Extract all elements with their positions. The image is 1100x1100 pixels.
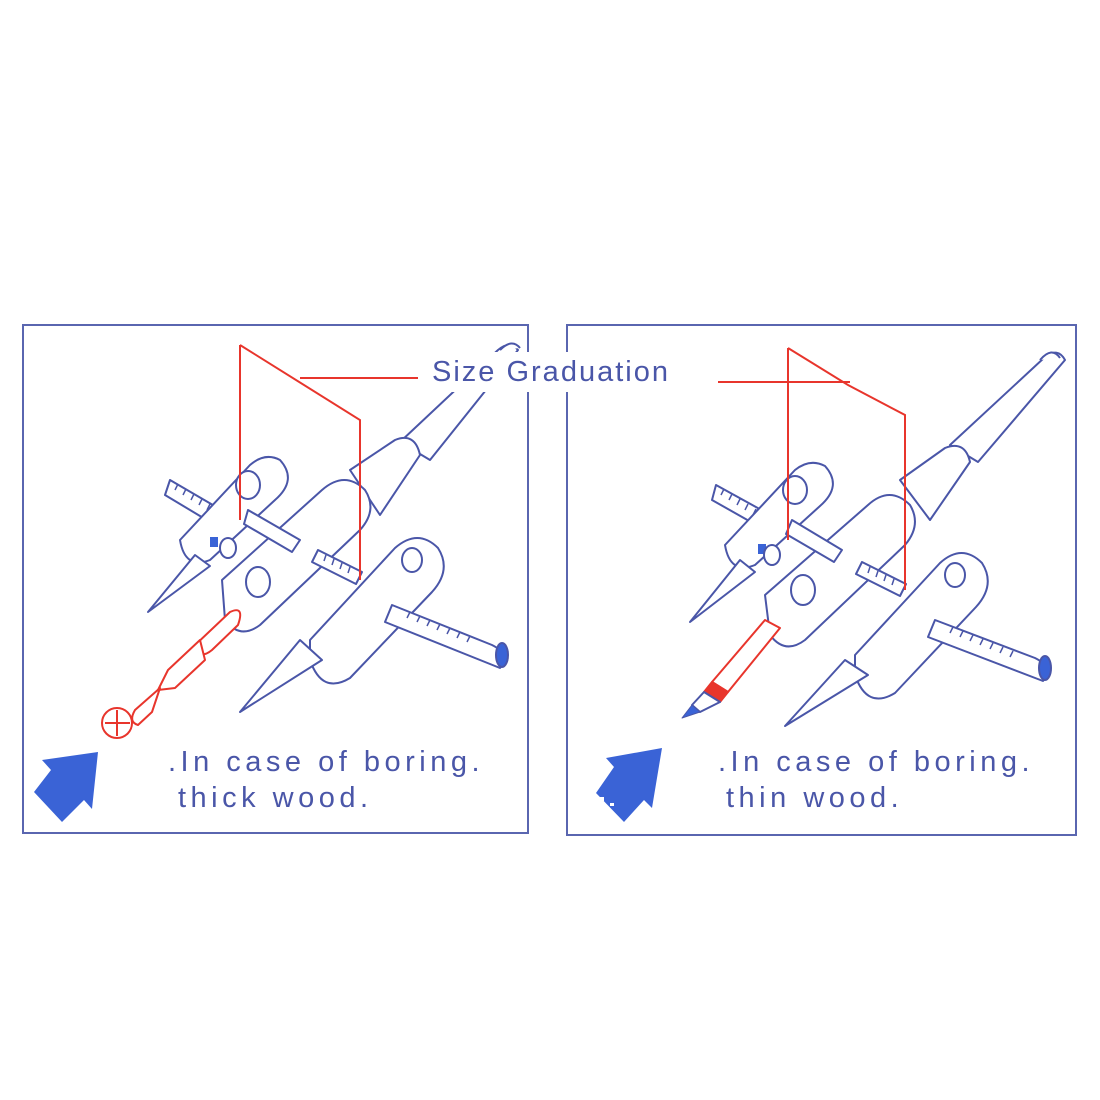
cutter-tool xyxy=(689,351,1066,727)
size-graduation-label: Size Graduation xyxy=(426,352,676,392)
caption-line-1: .In case of boring. xyxy=(718,746,1035,778)
caption-line-1: .In case of boring. xyxy=(168,746,485,778)
graduation-lines xyxy=(718,347,906,590)
cutter-tool xyxy=(147,342,521,713)
drill-bit-icon xyxy=(101,609,242,739)
pencil-icon xyxy=(681,619,781,719)
caption-line-2: thin wood. xyxy=(726,782,904,814)
panel-thick-wood xyxy=(22,324,529,834)
caption-line-2: thick wood. xyxy=(178,782,373,814)
arrow-icon xyxy=(596,748,662,822)
panel-thin-wood xyxy=(566,324,1077,836)
arrow-icon xyxy=(34,752,98,822)
graduation-lines xyxy=(239,344,418,580)
